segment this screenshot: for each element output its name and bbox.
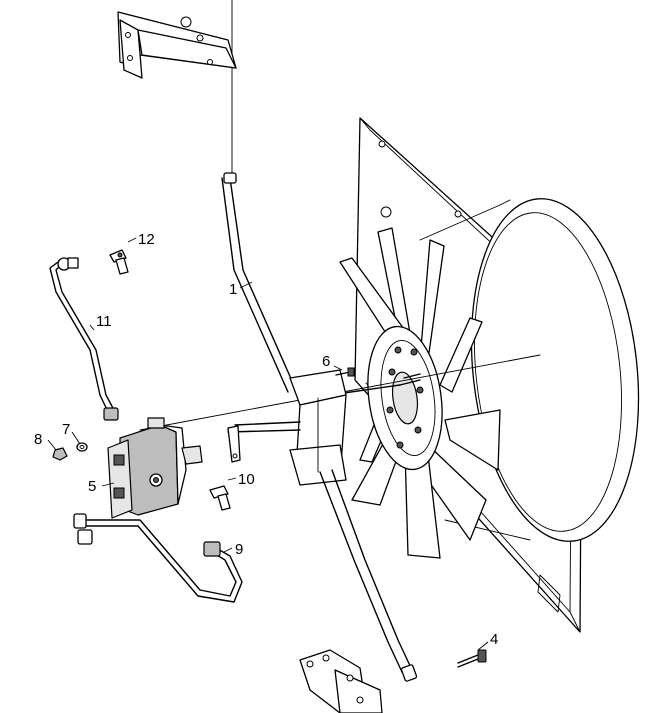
callout-5: 5 <box>88 478 96 495</box>
callout-4: 4 <box>490 631 498 648</box>
bottom-bracket <box>299 649 383 713</box>
callout-10: 10 <box>238 471 255 488</box>
callout-12: 12 <box>138 231 155 248</box>
fan-blades <box>339 227 501 559</box>
top-bracket <box>117 11 237 79</box>
tube-part-11 <box>49 257 119 421</box>
pump-part-5 <box>107 417 203 519</box>
lower-rod <box>319 469 418 682</box>
bolt-part-6 <box>335 367 355 377</box>
nut-part-8 <box>52 447 68 461</box>
fitting-part-12 <box>109 249 129 275</box>
callout-11: 11 <box>96 313 112 330</box>
tube-part-9 <box>73 513 243 603</box>
callout-6: 6 <box>322 353 330 370</box>
bolt-part-4 <box>457 649 487 668</box>
callout-1: 1 <box>229 281 237 298</box>
washer-part-7 <box>76 442 88 452</box>
l-bracket <box>227 421 301 463</box>
center-bracket <box>289 369 347 486</box>
callout-9: 9 <box>235 541 243 558</box>
callout-8: 8 <box>34 431 42 448</box>
fitting-part-10 <box>209 485 231 511</box>
callout-7: 7 <box>62 421 70 438</box>
leader-lines <box>47 237 489 651</box>
fan-hub <box>367 325 443 471</box>
